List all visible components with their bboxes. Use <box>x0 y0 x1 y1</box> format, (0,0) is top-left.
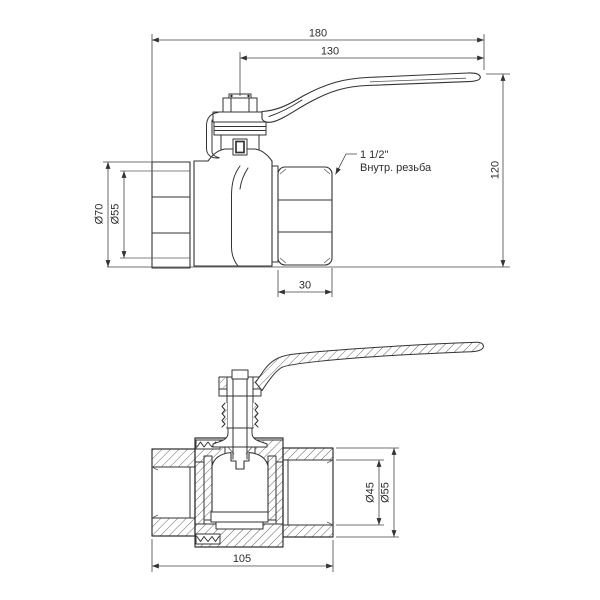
bore-chamfers <box>151 459 334 526</box>
leader-line <box>335 153 357 175</box>
handle-side <box>261 72 481 123</box>
dim-text-130: 130 <box>321 46 339 58</box>
packing-sliver <box>253 403 258 427</box>
handle-section-outline <box>255 341 484 391</box>
stem-flare-collar <box>212 427 268 448</box>
dim-text-d70: Ø70 <box>94 204 106 225</box>
gland-nut-section <box>220 378 227 388</box>
dim-nut-thread-diameter: Ø55 <box>110 171 127 258</box>
center-side-wall <box>194 461 205 525</box>
chamfer-marks <box>279 168 331 264</box>
dim-body-length: 105 <box>151 539 334 572</box>
left-port-top-wall <box>151 448 196 468</box>
section-view: Ø45 Ø55 105 <box>151 341 484 572</box>
right-port-top-wall <box>282 447 334 461</box>
handle-stop-bracket <box>206 112 220 159</box>
side-view: 180 130 120 Ø70 Ø55 <box>94 28 510 297</box>
union-nut-outline <box>151 161 191 269</box>
handle-fold-line <box>268 99 303 117</box>
callout-size-text: 1 1/2" <box>360 149 388 161</box>
groove-ring <box>271 165 279 263</box>
stem-window-inner <box>235 140 245 154</box>
stub-dot <box>230 94 233 98</box>
stem-nut <box>222 97 258 113</box>
right-port-outline <box>277 166 333 266</box>
seat-ring <box>267 455 277 521</box>
dim-text-d55-section: Ø55 <box>380 482 392 503</box>
stem-column <box>226 395 254 429</box>
stem-assembly-section <box>212 376 268 460</box>
body-walls-section <box>151 437 334 548</box>
body-seam-curve <box>231 165 241 267</box>
valve-body-side <box>120 148 333 269</box>
stem-thread-zigzag <box>254 402 259 428</box>
handle-base-plate <box>212 111 268 123</box>
dim-text-d45: Ø45 <box>365 482 377 503</box>
handle-outline <box>261 72 481 123</box>
dim-text-120: 120 <box>490 161 502 179</box>
handle-fold-line <box>369 77 467 83</box>
stub-dot <box>247 94 250 98</box>
handle-stop-bracket-inner <box>211 119 220 158</box>
center-side-wall <box>275 461 284 525</box>
dim-handle-length: 130 <box>239 46 484 96</box>
right-port-outline <box>282 447 334 538</box>
center-body-outline <box>193 148 273 267</box>
ball-section <box>210 445 269 530</box>
dim-bore-diameter: Ø45 <box>336 459 384 526</box>
dim-text-30: 30 <box>299 280 311 292</box>
dim-text-d55: Ø55 <box>110 204 122 225</box>
joint-thread-box <box>195 533 221 545</box>
stem-thread-zigzag <box>221 402 226 428</box>
dim-port-outer-diameter: Ø55 <box>336 447 399 538</box>
dim-nut-outer-diameter: Ø70 <box>94 161 152 267</box>
ball-outline <box>211 451 269 513</box>
dim-port-thread-length: 30 <box>277 268 333 297</box>
right-port-bottom-wall <box>282 524 334 538</box>
thread-callout: 1 1/2" Внутр. резьба <box>335 149 432 175</box>
body-seam-curve <box>239 167 249 190</box>
seat-ring <box>203 455 213 521</box>
bottom-seat-step <box>215 521 264 530</box>
stem-top-section <box>231 369 249 380</box>
handle-section <box>231 341 484 391</box>
bottom-seat-plate <box>210 511 269 523</box>
dim-text-180: 180 <box>309 28 327 40</box>
dim-overall-length: 180 <box>151 28 485 162</box>
dim-text-105: 105 <box>233 553 251 565</box>
gland-ring <box>213 121 267 136</box>
packing-sliver <box>222 403 227 427</box>
thread-zigzag <box>196 441 220 448</box>
thread-zigzag <box>196 536 220 542</box>
bonnet-stack <box>206 93 268 159</box>
left-port-bottom-wall <box>151 517 196 537</box>
callout-type-text: Внутр. резьба <box>360 162 432 174</box>
dim-overall-height: 120 <box>107 73 510 268</box>
